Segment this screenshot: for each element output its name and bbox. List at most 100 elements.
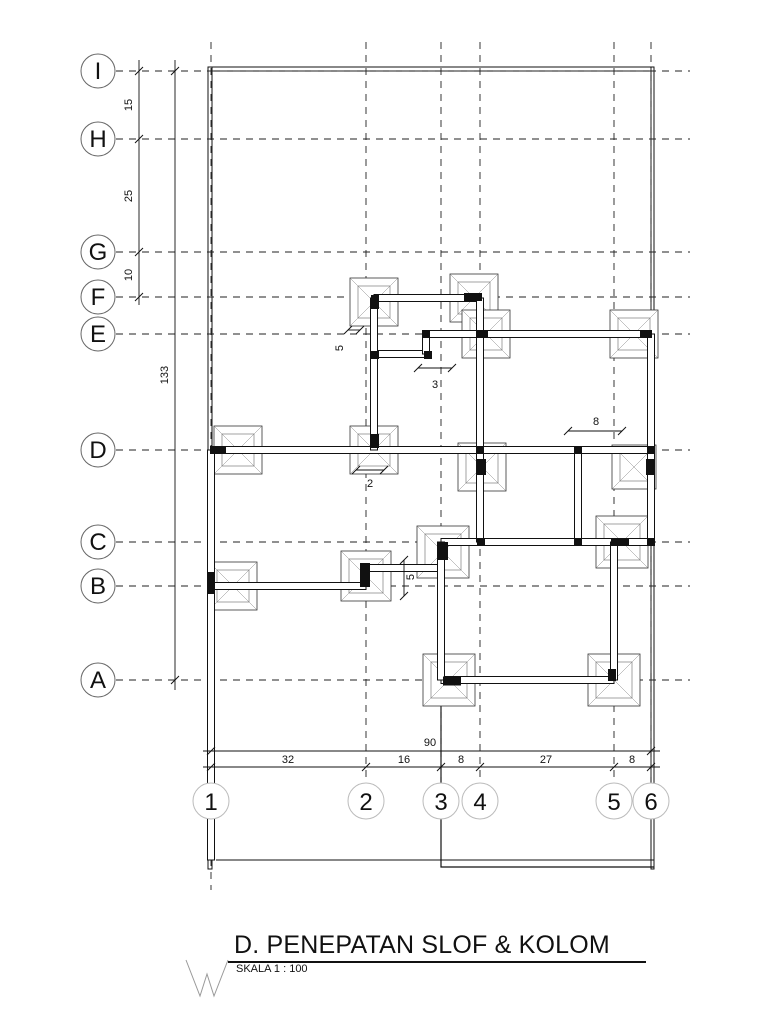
dimension-tick (170, 66, 180, 76)
column (443, 676, 461, 686)
dimension-label-horizontal: 32 (282, 754, 294, 766)
detail-dimension-label: 2 (367, 478, 373, 490)
drafting-logo (185, 959, 229, 998)
dimension-label-horizontal-total: 90 (424, 737, 436, 749)
row-label: C (89, 529, 106, 556)
sloof-beam (574, 449, 582, 543)
row-label: E (90, 321, 106, 348)
row-bubble-a: A (80, 662, 116, 698)
dimension-tick (399, 591, 409, 601)
dimension-label-vertical: 133 (159, 366, 171, 384)
column-bubble-5: 5 (595, 782, 633, 820)
column-bubble-2: 2 (347, 782, 385, 820)
dimension-label-vertical: 10 (123, 269, 135, 281)
column (207, 572, 215, 594)
dimension-tick (646, 762, 656, 772)
column (360, 563, 370, 587)
sloof-beam (425, 330, 652, 338)
dimension-tick (413, 363, 423, 373)
footings (208, 273, 659, 707)
dimension-label-horizontal: 27 (540, 754, 552, 766)
sloof-beam (440, 676, 615, 684)
sloof-beam (210, 446, 655, 454)
column (476, 446, 484, 454)
row-label: G (89, 239, 108, 266)
column (574, 446, 582, 454)
column (424, 351, 432, 359)
column-label: 3 (434, 789, 447, 816)
sloof-beam (647, 333, 655, 543)
title-underline (228, 961, 646, 963)
column (646, 459, 654, 475)
detail-dimension-label: 5 (334, 345, 346, 351)
dimension-tick (134, 134, 144, 144)
dimension-tick (617, 426, 627, 436)
row-bubble-e: E (80, 316, 116, 352)
row-label: I (95, 58, 102, 85)
detail-dimension-label: 8 (593, 416, 599, 428)
sloof-beam (210, 582, 367, 590)
column (210, 446, 226, 454)
column (647, 538, 655, 546)
sloof-beam (437, 541, 445, 681)
dimension-label-horizontal: 8 (629, 754, 635, 766)
column (371, 351, 379, 359)
column (608, 669, 616, 681)
column-label: 1 (204, 789, 217, 816)
column-label: 2 (359, 789, 372, 816)
footing (340, 550, 392, 602)
column-bubble-1: 1 (192, 782, 230, 820)
dimension-tick (379, 465, 389, 475)
row-label: F (91, 284, 106, 311)
row-label: H (89, 126, 106, 153)
columns (207, 293, 655, 686)
dimension-tick (609, 762, 619, 772)
logo-mark (185, 959, 229, 998)
sloof-beam (610, 541, 618, 681)
detail-dimension-label: 5 (405, 574, 417, 580)
dimension-tick (646, 746, 656, 756)
dimension-tick (170, 675, 180, 685)
dimension-tick (361, 762, 371, 772)
dimension-tick (206, 762, 216, 772)
sloof-beam (370, 297, 378, 451)
dimension-tick (134, 247, 144, 257)
dimension-tick (343, 325, 353, 335)
dimension-tick (436, 762, 446, 772)
column (371, 295, 379, 309)
row-bubble-d: D (80, 432, 116, 468)
row-label: D (89, 437, 106, 464)
drawing-scale: SKALA 1 : 100 (236, 963, 308, 975)
dimension-tick (447, 363, 457, 373)
dimension-tick (475, 762, 485, 772)
row-bubble-c: C (80, 524, 116, 560)
column-label: 6 (644, 789, 657, 816)
sloof-beam (373, 350, 427, 358)
dimension-tick (134, 292, 144, 302)
detail-dimension-label: 3 (432, 379, 438, 391)
dimension-tick (355, 325, 365, 335)
column (438, 542, 448, 560)
dimension-tick (134, 66, 144, 76)
column-bubble-4: 4 (461, 782, 499, 820)
sloof-beam (373, 294, 479, 302)
column (611, 538, 629, 546)
column-bubble-3: 3 (422, 782, 460, 820)
column (477, 538, 485, 546)
column (647, 446, 655, 454)
outline-annex (440, 690, 654, 868)
column-label: 4 (473, 789, 486, 816)
column-label: 5 (607, 789, 620, 816)
row-bubble-b: B (80, 568, 116, 604)
sloof-beam (365, 564, 442, 572)
row-bubble-f: F (80, 279, 116, 315)
row-label: A (90, 667, 106, 694)
dimension-label-horizontal: 8 (458, 754, 464, 766)
row-label: B (90, 573, 106, 600)
column (476, 330, 488, 338)
column (371, 434, 379, 448)
column-bubble-6: 6 (632, 782, 670, 820)
row-bubble-h: H (80, 121, 116, 157)
